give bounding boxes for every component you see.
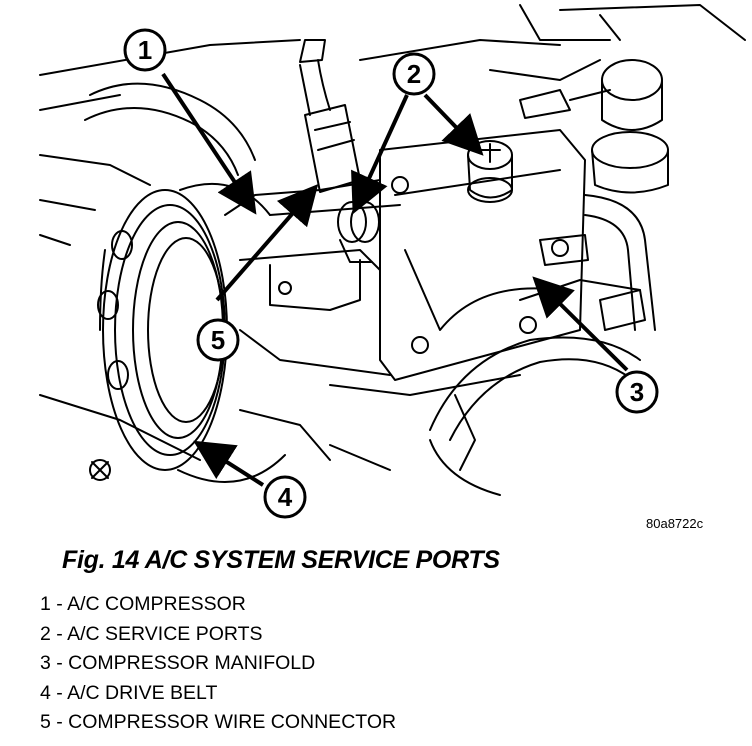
callout-5-circle [196,318,240,362]
callout-1-number: 1 [138,35,152,65]
legend-item-compressor: 1 - A/C COMPRESSOR [40,593,246,615]
callout-2-circle [392,52,436,96]
figure-code: 80a8722c [646,516,704,531]
callout-3-leader [532,276,629,372]
legend-item-manifold: 3 - COMPRESSOR MANIFOLD [40,652,316,674]
callout-1-circle [123,28,167,72]
callout-3-number: 3 [630,377,644,407]
legend-item-service-ports: 2 - A/C SERVICE PORTS [40,622,263,645]
callout-2-leader-a [351,94,409,215]
callout-5-number: 5 [211,325,225,355]
legend-item-drive-belt: 4 - A/C DRIVE BELT [40,681,218,704]
legend: 1 - A/C COMPRESSOR 2 - A/C SERVICE PORTS… [40,590,396,738]
callout-4-circle [263,475,307,519]
callout-4-leader [193,440,265,487]
figure-title: Fig. 14 A/C SYSTEM SERVICE PORTS [62,546,500,574]
callout-3-circle [615,370,659,414]
callout-4-number: 4 [278,482,293,512]
legend-item-wire-connector: 5 - COMPRESSOR WIRE CONNECTOR [40,711,397,733]
callout-1-leader [161,72,257,215]
callout-5-leader [215,183,319,302]
callout-2-number: 2 [407,59,421,89]
callout-2-leader-b [423,93,484,156]
compressor-illustration: 1 2 3 4 5 [39,4,746,519]
